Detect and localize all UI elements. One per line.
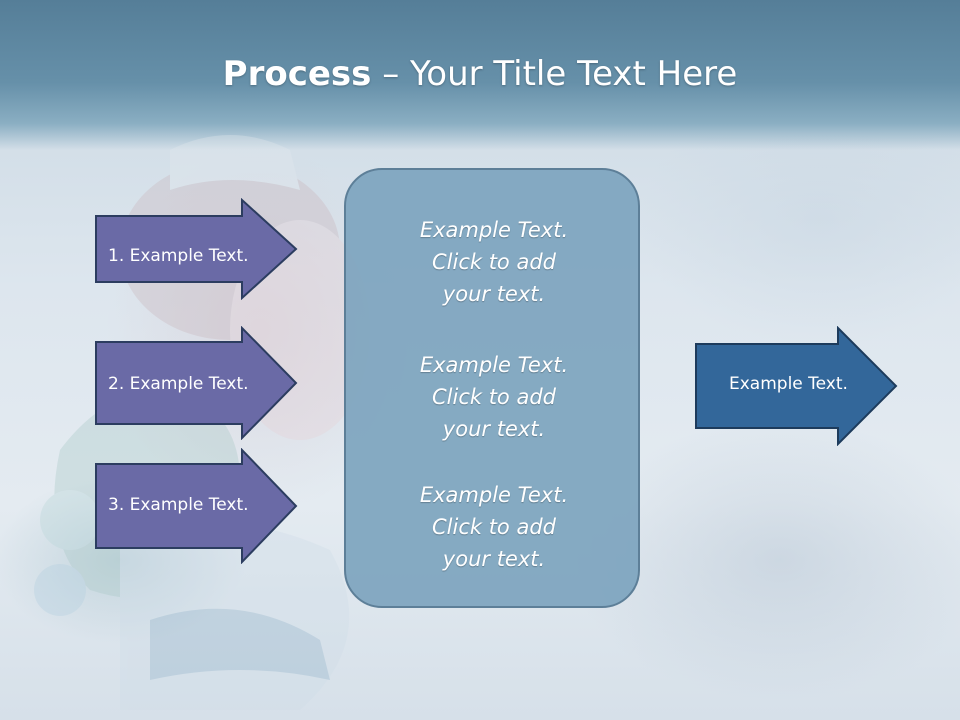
left-arrow-shape-2[interactable] (94, 326, 300, 440)
title-separator: – (371, 54, 411, 94)
block-1-line-3: your text. (442, 282, 546, 306)
left-arrow-label-1: 1. Example Text. (108, 246, 249, 266)
block-1-line-1: Example Text. (419, 218, 569, 242)
block-3-line-2: Click to add (431, 515, 556, 539)
block-3-line-3: your text. (442, 547, 546, 571)
header-band (0, 0, 960, 150)
block-1-line-2: Click to add (431, 250, 556, 274)
block-2-line-3: your text. (442, 417, 546, 441)
center-text-block-1: Example Text. Click to add your text. (346, 214, 642, 310)
left-arrow-shape-1[interactable] (94, 198, 300, 300)
slide-title[interactable]: Process – Your Title Text Here (0, 52, 960, 96)
title-rest-text: Your Title Text Here (410, 54, 738, 94)
title-bold-text: Process (222, 54, 372, 94)
center-text-block-3: Example Text. Click to add your text. (346, 479, 642, 575)
left-arrow-label-3: 3. Example Text. (108, 495, 249, 515)
left-arrow-shape-3[interactable] (94, 448, 300, 564)
left-arrow-label-2: 2. Example Text. (108, 374, 249, 394)
block-2-line-1: Example Text. (419, 353, 569, 377)
center-text-block-2: Example Text. Click to add your text. (346, 349, 642, 445)
block-3-line-1: Example Text. (419, 483, 569, 507)
right-arrow-label: Example Text. (729, 374, 848, 394)
block-2-line-2: Click to add (431, 385, 556, 409)
right-arrow-shape[interactable] (694, 326, 900, 446)
center-text-box[interactable]: Example Text. Click to add your text. Ex… (344, 168, 640, 608)
